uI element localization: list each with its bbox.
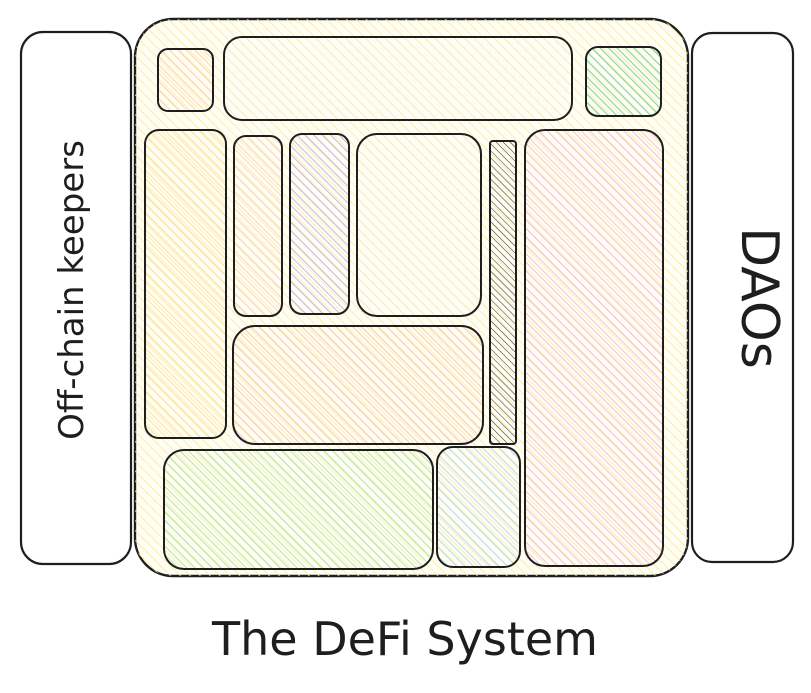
block-bottom-green [163,449,434,570]
block-narrow-peach [233,135,283,317]
block-top-right-green [585,46,662,117]
block-thin-dark-bar [489,140,517,445]
daos-panel: DAOs [690,31,795,564]
defi-system-container [133,17,690,578]
block-top-wide-light [223,36,573,121]
off-chain-keepers-label: Off-chain keepers [52,140,92,440]
block-center-cream [356,133,482,317]
block-right-tall-pink [524,129,664,567]
block-top-left-orange [157,48,214,112]
block-bottom-blue [436,446,521,568]
block-narrow-purple [289,133,350,315]
block-middle-peach [232,325,484,445]
block-left-tall-yellow [144,129,227,439]
off-chain-keepers-panel: Off-chain keepers [19,30,133,566]
daos-label: DAOs [729,227,789,369]
diagram-caption: The DeFi System [211,612,598,666]
